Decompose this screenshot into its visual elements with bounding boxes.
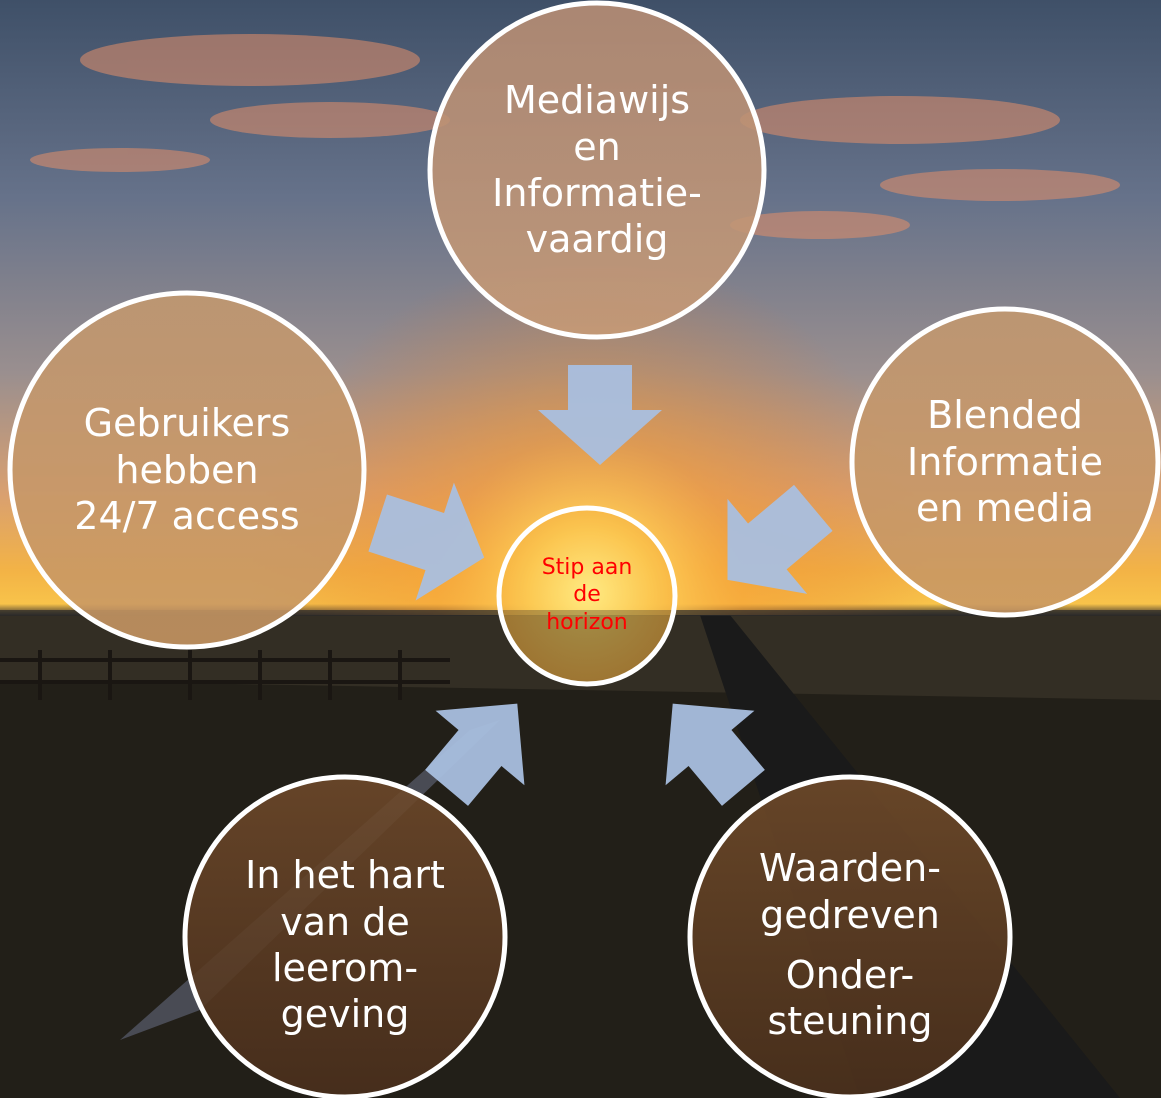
node-bottom-right-circle <box>687 774 1013 1100</box>
arrow-top <box>538 365 662 465</box>
arrow-bottom-right <box>665 703 765 806</box>
center-line-3: horizon <box>546 609 628 635</box>
node-bottom-right-line-1: Waarden- <box>759 846 941 891</box>
arrow-right <box>727 484 833 594</box>
node-bottom-right-line-4: steuning <box>767 999 933 1044</box>
node-bottom-left-line-4: geving <box>280 992 410 1037</box>
node-bottom-left-label: In het hart van de leerom- geving <box>200 830 490 1060</box>
node-top-circle <box>427 0 767 340</box>
node-right-line-3: en media <box>916 486 1094 531</box>
node-bottom-left-line-2: van de <box>280 899 410 944</box>
node-top-label: Mediawijs en Informatie- vaardig <box>447 50 747 290</box>
center-line-1: Stip aan <box>541 554 633 580</box>
node-top-line-1: Mediawijs <box>503 78 691 123</box>
arrows <box>368 365 833 806</box>
node-bottom-left-line-3: leerom- <box>271 946 419 990</box>
node-bottom-left-line-1: In het hart <box>245 853 445 898</box>
node-left-label: Gebruikers hebben 24/7 access <box>22 375 352 565</box>
node-left-line-3: 24/7 access <box>74 494 300 539</box>
node-top-line-2: en <box>573 124 621 169</box>
center-line-2: de <box>573 582 601 608</box>
node-right-line-2: Informatie <box>906 439 1103 484</box>
node-right-label: Blended Informatie en media <box>875 372 1135 552</box>
node-top-line-3: Informatie- <box>492 171 702 215</box>
node-right-circle <box>849 306 1161 618</box>
center-circle <box>496 505 678 687</box>
arrow-left <box>368 482 485 601</box>
fence <box>0 650 450 700</box>
node-bottom-right-line-2: gedreven <box>760 892 940 937</box>
node-left-line-2: hebben <box>115 447 259 492</box>
center-label: Stip aan de horizon <box>512 530 662 660</box>
node-left-line-1: Gebruikers <box>83 401 291 446</box>
node-right-line-1: Blended <box>927 393 1083 438</box>
node-top-line-4: vaardig <box>525 217 669 262</box>
node-bottom-right-label: Waarden- gedreven Onder- steuning <box>705 825 995 1065</box>
sunset-clouds <box>30 34 1120 239</box>
arrow-bottom-left <box>425 703 525 806</box>
node-bottom-right-line-3: Onder- <box>785 953 915 997</box>
node-left-circle <box>7 290 367 650</box>
node-bottom-left-circle <box>182 774 508 1100</box>
